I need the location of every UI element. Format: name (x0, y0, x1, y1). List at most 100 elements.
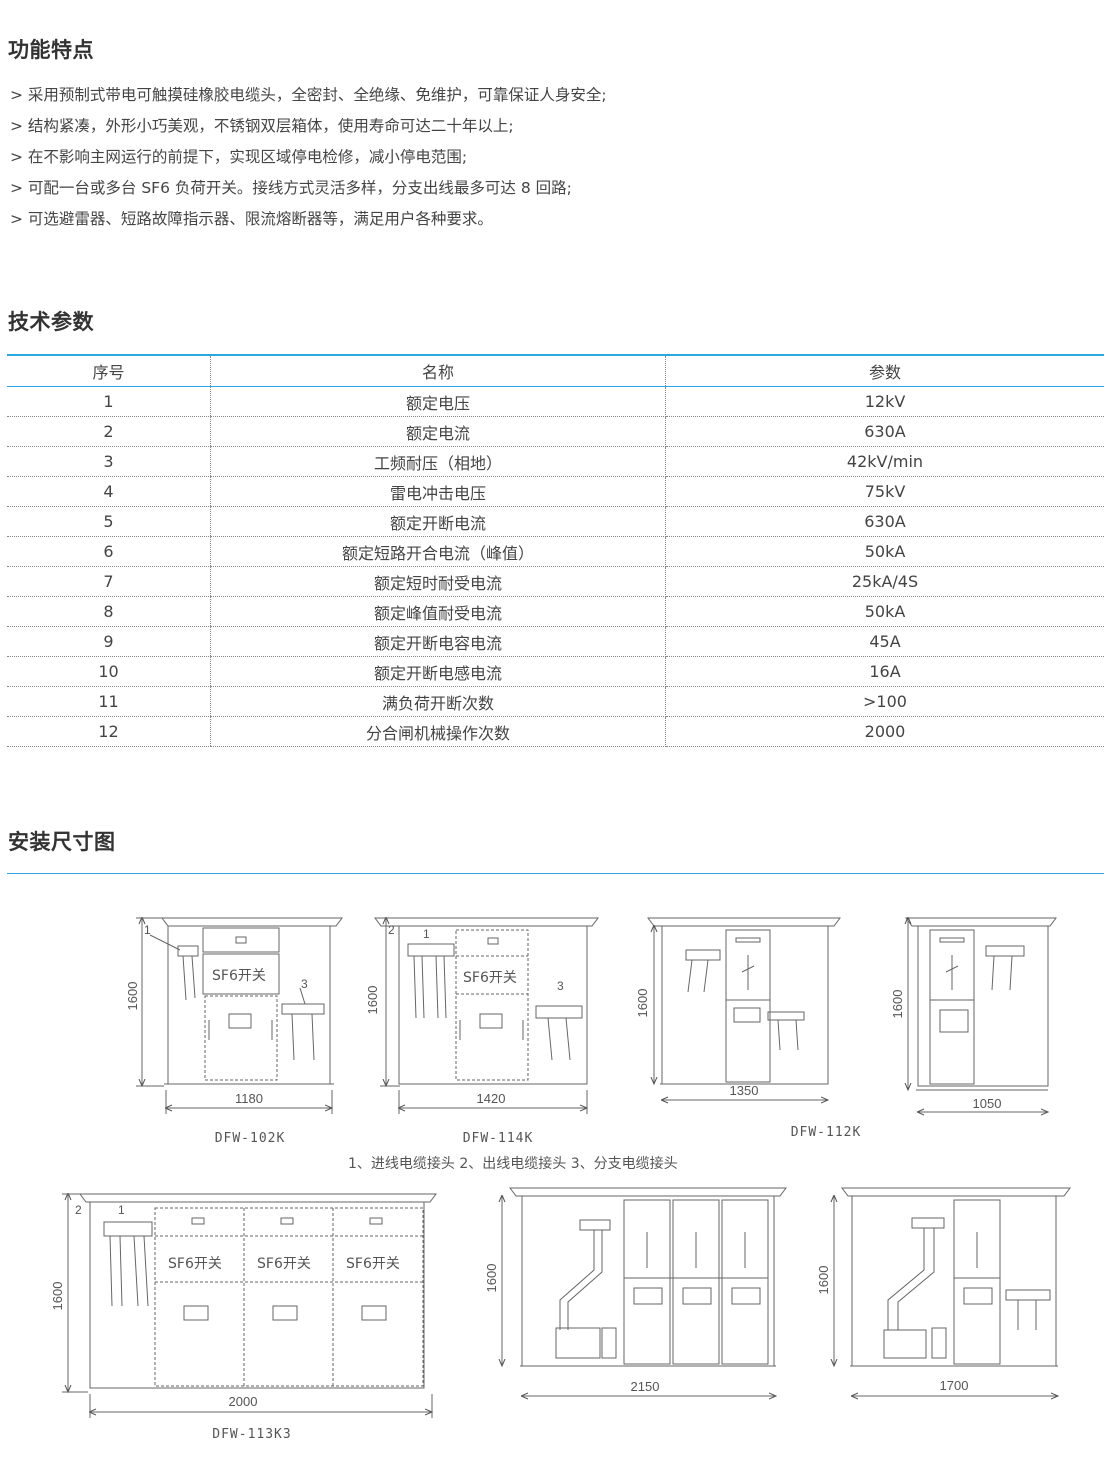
drawing-2150 (502, 1187, 787, 1396)
section-divider (7, 873, 1104, 874)
param-name: 额定峰值耐受电流 (210, 596, 666, 627)
width-dim: 2000 (229, 1394, 258, 1409)
feature-item: > 可选避雷器、短路故障指示器、限流熔断器等，满足用户各种要求。 (10, 210, 493, 228)
height-dim: 1600 (635, 989, 650, 1018)
drawing-1700 (834, 1187, 1071, 1396)
row-index: 8 (7, 596, 211, 627)
row-index: 12 (7, 716, 211, 747)
param-value: 630A (665, 416, 1104, 447)
switch-label: SF6开关 (212, 968, 266, 984)
row-index: 4 (7, 476, 211, 507)
param-value: 50kA (665, 536, 1104, 567)
install-title: 安装尺寸图 (8, 830, 116, 854)
row-index: 2 (7, 416, 211, 447)
callout-1: 1 (144, 923, 151, 937)
param-value: >100 (665, 686, 1104, 717)
param-name: 额定开断电流 (210, 506, 666, 537)
param-value: 50kA (665, 596, 1104, 627)
callout-1: 1 (423, 927, 430, 941)
width-dim: 1350 (730, 1083, 759, 1098)
height-dim: 1600 (50, 1282, 65, 1311)
height-dim: 1600 (890, 990, 905, 1019)
legend-text: 1、进线电缆接头 2、出线电缆接头 3、分支电缆接头 (348, 1155, 678, 1172)
switch-label: SF6开关 (257, 1256, 311, 1272)
callout-2: 2 (75, 1203, 82, 1217)
row-index: 6 (7, 536, 211, 567)
features-list: > 采用预制式带电可触摸硅橡胶电缆头，全密封、全绝缘、免维护，可靠保证人身安全;… (10, 80, 607, 235)
width-dim: 2150 (631, 1379, 660, 1394)
param-value: 16A (665, 656, 1104, 687)
callout-3: 3 (557, 979, 564, 993)
col-header-value: 参数 (665, 354, 1104, 387)
feature-item: > 可配一台或多台 SF6 负荷开关。接线方式灵活多样，分支出线最多可达 8 回… (10, 179, 572, 197)
width-dim: 1700 (940, 1378, 969, 1393)
switch-label: SF6开关 (463, 970, 517, 986)
model-label: DFW-113K3 (212, 1427, 291, 1442)
param-name: 额定电压 (210, 386, 666, 417)
drawing-1050 (906, 918, 1057, 1112)
features-title: 功能特点 (8, 38, 94, 62)
param-value: 45A (665, 626, 1104, 657)
param-name: 额定短时耐受电流 (210, 566, 666, 597)
drawing-dfw-113k3 (62, 1194, 437, 1418)
row-index: 11 (7, 686, 211, 717)
row-index: 3 (7, 446, 211, 477)
param-value: 2000 (665, 716, 1104, 747)
param-name: 满负荷开断次数 (210, 686, 666, 717)
row-index: 10 (7, 656, 211, 687)
param-value: 42kV/min (665, 446, 1104, 477)
callout-2: 2 (388, 923, 395, 937)
feature-item: > 在不影响主网运行的前提下，实现区域停电检修，减小停电范围; (10, 148, 468, 166)
row-index: 7 (7, 566, 211, 597)
model-label: DFW-102K (215, 1131, 286, 1146)
width-dim: 1420 (477, 1091, 506, 1106)
callout-3: 3 (301, 977, 308, 991)
callout-1: 1 (118, 1203, 125, 1217)
row-index: 5 (7, 506, 211, 537)
model-label: DFW-114K (463, 1131, 534, 1146)
feature-item: > 结构紧凑，外形小巧美观，不锈钢双层箱体，使用寿命可达二十年以上; (10, 117, 514, 135)
switch-label: SF6开关 (346, 1256, 400, 1272)
param-value: 630A (665, 506, 1104, 537)
feature-item: > 采用预制式带电可触摸硅橡胶电缆头，全密封、全绝缘、免维护，可靠保证人身安全; (10, 86, 607, 104)
width-dim: 1050 (973, 1096, 1002, 1111)
param-name: 额定开断电容电流 (210, 626, 666, 657)
height-dim: 1600 (484, 1264, 499, 1293)
param-name: 额定电流 (210, 416, 666, 447)
param-value: 25kA/4S (665, 566, 1104, 597)
row-index: 1 (7, 386, 211, 417)
params-title: 技术参数 (8, 310, 94, 334)
drawing-dfw-102k (136, 918, 343, 1114)
col-header-index: 序号 (7, 354, 211, 387)
param-value: 12kV (665, 386, 1104, 417)
model-label: DFW-112K (791, 1125, 862, 1140)
width-dim: 1180 (235, 1091, 263, 1106)
param-name: 额定开断电感电流 (210, 656, 666, 687)
row-index: 9 (7, 626, 211, 657)
param-name: 分合闸机械操作次数 (210, 716, 666, 747)
param-name: 雷电冲击电压 (210, 476, 666, 507)
drawing-dfw-114k (374, 918, 599, 1114)
table-header-row: 序号 名称 参数 (7, 354, 1104, 387)
param-value: 75kV (665, 476, 1104, 507)
drawing-dfw-112k (647, 917, 841, 1100)
param-name: 额定短路开合电流（峰值） (210, 536, 666, 567)
param-name: 工频耐压（相地） (210, 446, 666, 477)
height-dim: 1600 (816, 1266, 831, 1295)
height-dim: 1600 (365, 986, 380, 1015)
switch-label: SF6开关 (168, 1256, 222, 1272)
